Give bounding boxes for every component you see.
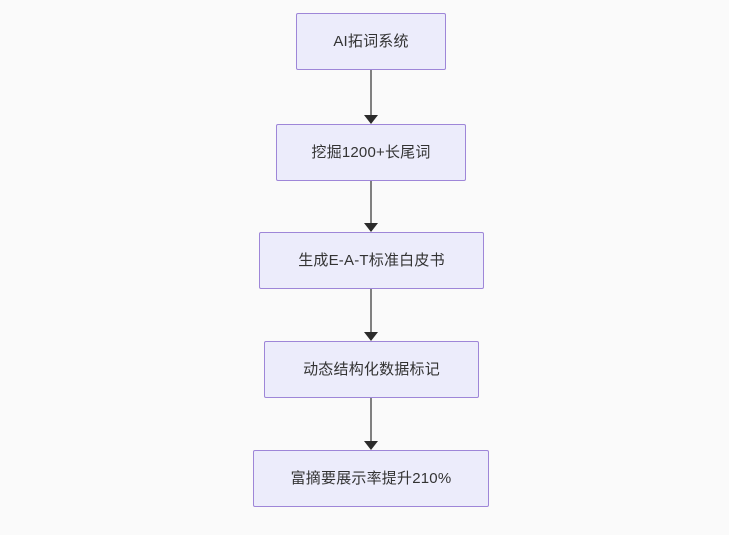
flow-node-label: AI拓词系统	[333, 32, 409, 50]
arrowhead-icon	[364, 332, 378, 341]
flow-node-eat-whitepaper[interactable]: 生成E-A-T标准白皮书	[259, 232, 484, 289]
arrowhead-icon	[364, 223, 378, 232]
edge-n2-n3	[357, 181, 385, 232]
flow-node-rich-snippet-result[interactable]: 富摘要展示率提升210%	[253, 450, 489, 507]
flow-node-structured-data-markup[interactable]: 动态结构化数据标记	[264, 341, 479, 398]
edge-line	[370, 181, 372, 224]
flow-node-longtail-mining[interactable]: 挖掘1200+长尾词	[276, 124, 466, 181]
arrowhead-icon	[364, 115, 378, 124]
edge-line	[370, 289, 372, 333]
edge-n3-n4	[357, 289, 385, 341]
edge-n1-n2	[357, 70, 385, 124]
flow-node-label: 动态结构化数据标记	[303, 360, 440, 378]
edge-n4-n5	[357, 398, 385, 450]
edge-line	[370, 70, 372, 116]
flow-node-label: 生成E-A-T标准白皮书	[298, 251, 445, 269]
arrowhead-icon	[364, 441, 378, 450]
edge-line	[370, 398, 372, 442]
flow-node-ai-keyword-system[interactable]: AI拓词系统	[296, 13, 446, 70]
flow-node-label: 富摘要展示率提升210%	[290, 469, 452, 487]
flow-node-label: 挖掘1200+长尾词	[311, 143, 431, 161]
